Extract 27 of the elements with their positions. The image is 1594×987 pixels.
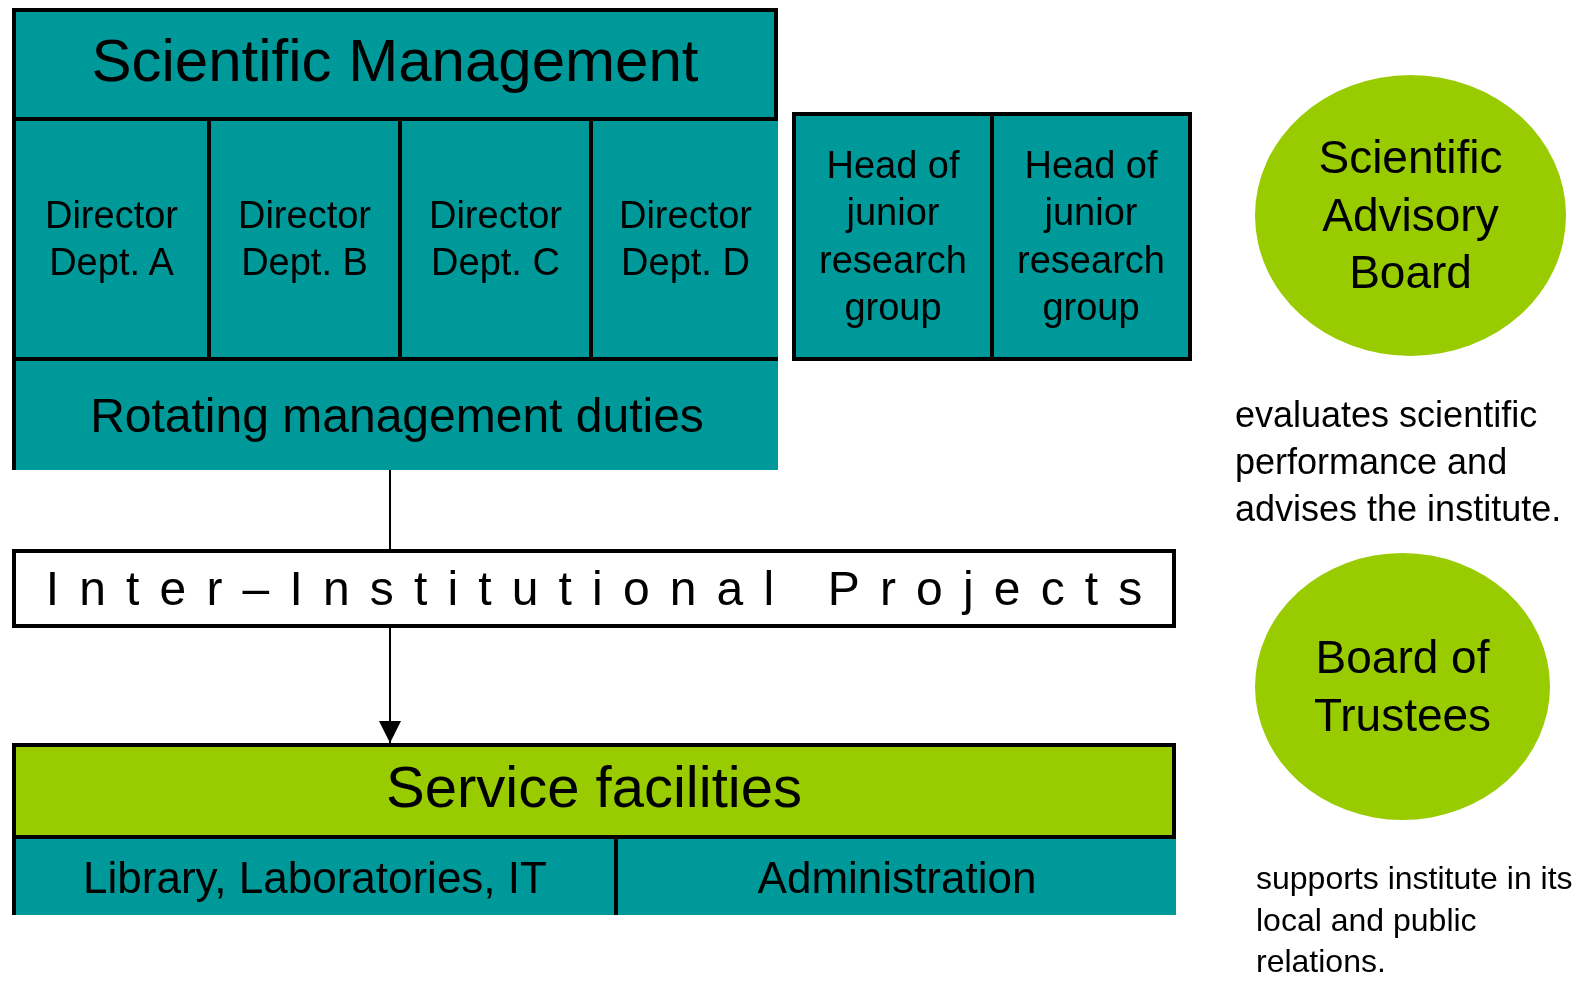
node-label: Library, Laboratories, IT <box>83 851 547 904</box>
management-panel <box>12 8 778 470</box>
node-label: Director Dept. D <box>618 192 753 285</box>
duties-band <box>16 357 778 470</box>
node-label: Head of junior research group <box>818 142 968 330</box>
director-box <box>398 117 589 357</box>
node-label: Inter–Institutional Projects <box>45 560 1163 617</box>
arrow <box>379 627 401 744</box>
node-label: Director Dept. C <box>428 192 563 285</box>
facility-box <box>16 835 614 915</box>
node-label: Administration <box>757 851 1037 904</box>
node-label: Rotating management duties <box>90 387 704 444</box>
connector-line <box>389 469 391 550</box>
panel-title: Service facilities <box>385 753 803 821</box>
projects-band <box>12 549 1176 628</box>
panel-title: Scientific Management <box>90 26 700 96</box>
node-label: Scientific Advisory Board <box>1317 130 1504 301</box>
node-label: Director Dept. B <box>237 192 372 285</box>
description-text: supports institute in its local and public relations. <box>1256 859 1574 982</box>
director-box <box>207 117 398 357</box>
service-panel <box>12 743 1176 915</box>
node-label: Head of junior research group <box>1016 142 1166 330</box>
facility-box <box>614 835 1176 915</box>
node-label: Board of Trustees <box>1312 630 1493 743</box>
description-text: evaluates scientific performance and advises the institute. <box>1235 393 1563 531</box>
node-label: Director Dept. A <box>44 192 179 285</box>
director-box <box>589 117 778 357</box>
